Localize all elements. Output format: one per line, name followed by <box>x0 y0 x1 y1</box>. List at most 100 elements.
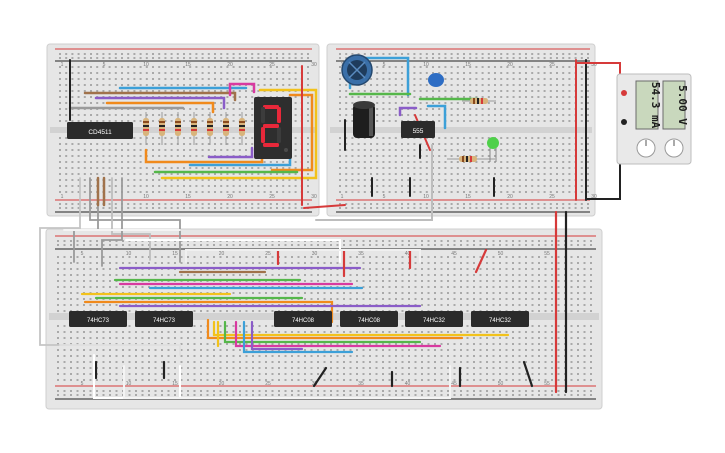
wire-black-b1[interactable] <box>312 366 328 388</box>
column-label: 25 <box>265 381 271 387</box>
column-label: 10 <box>423 62 429 68</box>
wire-blue-555[interactable] <box>426 104 447 130</box>
resistor[interactable] <box>223 112 229 145</box>
wire-gray-out[interactable] <box>315 144 433 221</box>
column-label: 5 <box>81 381 84 387</box>
inter-board-wires[interactable] <box>39 176 341 356</box>
column-label: 15 <box>172 381 178 387</box>
column-label: 15 <box>185 194 191 200</box>
wire-gray-d[interactable] <box>111 177 151 261</box>
segment-a <box>263 105 279 109</box>
wire-brown[interactable] <box>83 91 237 102</box>
column-label: 35 <box>358 251 364 257</box>
column-label: 15 <box>185 62 191 68</box>
left-board-wires[interactable] <box>68 59 318 206</box>
column-label: 30 <box>311 62 317 68</box>
electrolytic-capacitor[interactable] <box>353 101 375 138</box>
column-label: 35 <box>358 381 364 387</box>
wire-gray-e[interactable] <box>101 177 123 267</box>
power-supply[interactable]: 54.3 mA 5.00 V <box>576 62 692 200</box>
wire-white-2[interactable] <box>123 365 451 399</box>
wire-blue-b2[interactable] <box>242 320 354 354</box>
latch-chip-1[interactable]: 74HC73 <box>69 311 127 327</box>
positive-terminal[interactable] <box>621 90 627 96</box>
column-label: 10 <box>143 62 149 68</box>
resistor[interactable] <box>239 112 245 145</box>
wire-orange[interactable] <box>105 101 215 114</box>
bottom-board-wires[interactable] <box>80 210 568 399</box>
ceramic-capacitor[interactable] <box>428 73 444 87</box>
wire-red-b4[interactable] <box>474 248 488 274</box>
wire-red-bridge[interactable] <box>303 204 346 209</box>
right-board-channel <box>330 127 592 133</box>
resistor[interactable] <box>143 112 149 145</box>
wire-yellow-display[interactable] <box>160 88 318 180</box>
resistor[interactable] <box>207 112 213 145</box>
column-label: 55 <box>544 251 550 257</box>
wire-green-b3[interactable] <box>223 320 422 344</box>
column-label: 25 <box>269 194 275 200</box>
and-gate-chip-1[interactable]: 74HC08 <box>274 311 332 327</box>
wire-gray-f[interactable] <box>125 239 341 263</box>
cd4511-chip[interactable]: CD4511 <box>67 122 133 139</box>
resistor-r1[interactable] <box>462 98 496 104</box>
voltage-display <box>662 80 686 130</box>
or-gate-chip-1[interactable]: 74HC32 <box>405 311 463 327</box>
column-label: 50 <box>498 251 504 257</box>
timer-555-label: 555 <box>413 128 424 135</box>
wire-magenta[interactable] <box>228 82 256 97</box>
column-label: 45 <box>451 381 457 387</box>
latch-chip-2-label: 74HC73 <box>153 318 176 324</box>
column-label: 30 <box>312 251 318 257</box>
timer-555-chip[interactable]: 555 <box>401 121 435 138</box>
wire-purple-low[interactable] <box>207 146 254 159</box>
wire-white-3[interactable] <box>185 249 421 263</box>
current-knob[interactable] <box>636 138 656 158</box>
column-label: 40 <box>405 251 411 257</box>
column-label: 20 <box>227 194 233 200</box>
timer-resistors[interactable] <box>447 98 496 162</box>
wire-purple-b3[interactable] <box>250 320 304 351</box>
voltage-readout: 5.00 V <box>676 85 689 125</box>
column-label: 10 <box>143 194 149 200</box>
resistor[interactable] <box>191 112 197 145</box>
resistor-r2[interactable] <box>447 156 495 162</box>
column-label: 15 <box>465 194 471 200</box>
wire-magenta-b2[interactable] <box>234 320 442 348</box>
or-gate-chip-2-label: 74HC32 <box>489 318 512 324</box>
and-gate-chip-1-label: 74HC08 <box>292 318 315 324</box>
wire-orange-b2[interactable] <box>206 318 464 340</box>
resistor[interactable] <box>175 112 181 145</box>
green-led[interactable] <box>487 137 499 162</box>
column-label: 30 <box>311 194 317 200</box>
wire-purple[interactable] <box>94 96 226 110</box>
column-label: 40 <box>405 381 411 387</box>
column-label: 20 <box>219 381 225 387</box>
and-gate-chip-2[interactable]: 74HC08 <box>340 311 398 327</box>
wire-purple-555[interactable] <box>398 106 418 117</box>
wire-gray-a[interactable] <box>39 177 81 346</box>
column-label: 1 <box>61 194 64 200</box>
seven-segment-display[interactable]: 2 <box>0 0 292 159</box>
cd4511-label: CD4511 <box>88 129 112 136</box>
voltage-knob[interactable] <box>664 138 684 158</box>
current-readout: 54.3 mA <box>649 82 662 129</box>
column-label: 50 <box>498 381 504 387</box>
segment-b <box>277 107 281 123</box>
seven-segment-value: 2 <box>0 0 1 1</box>
resistor[interactable] <box>159 112 165 145</box>
column-label: 30 <box>591 194 597 200</box>
column-label: 1 <box>61 62 64 68</box>
latch-chip-2[interactable]: 74HC73 <box>135 311 193 327</box>
wire-yellow-b2[interactable] <box>212 320 510 337</box>
wire-black-b4[interactable] <box>522 360 534 388</box>
potentiometer[interactable] <box>341 54 373 86</box>
display-resistors[interactable] <box>143 112 245 145</box>
column-label: 10 <box>126 251 132 257</box>
column-label: 10 <box>126 381 132 387</box>
negative-terminal[interactable] <box>621 119 627 125</box>
or-gate-chip-2[interactable]: 74HC32 <box>471 311 529 327</box>
wire-gray-g[interactable] <box>59 344 181 356</box>
